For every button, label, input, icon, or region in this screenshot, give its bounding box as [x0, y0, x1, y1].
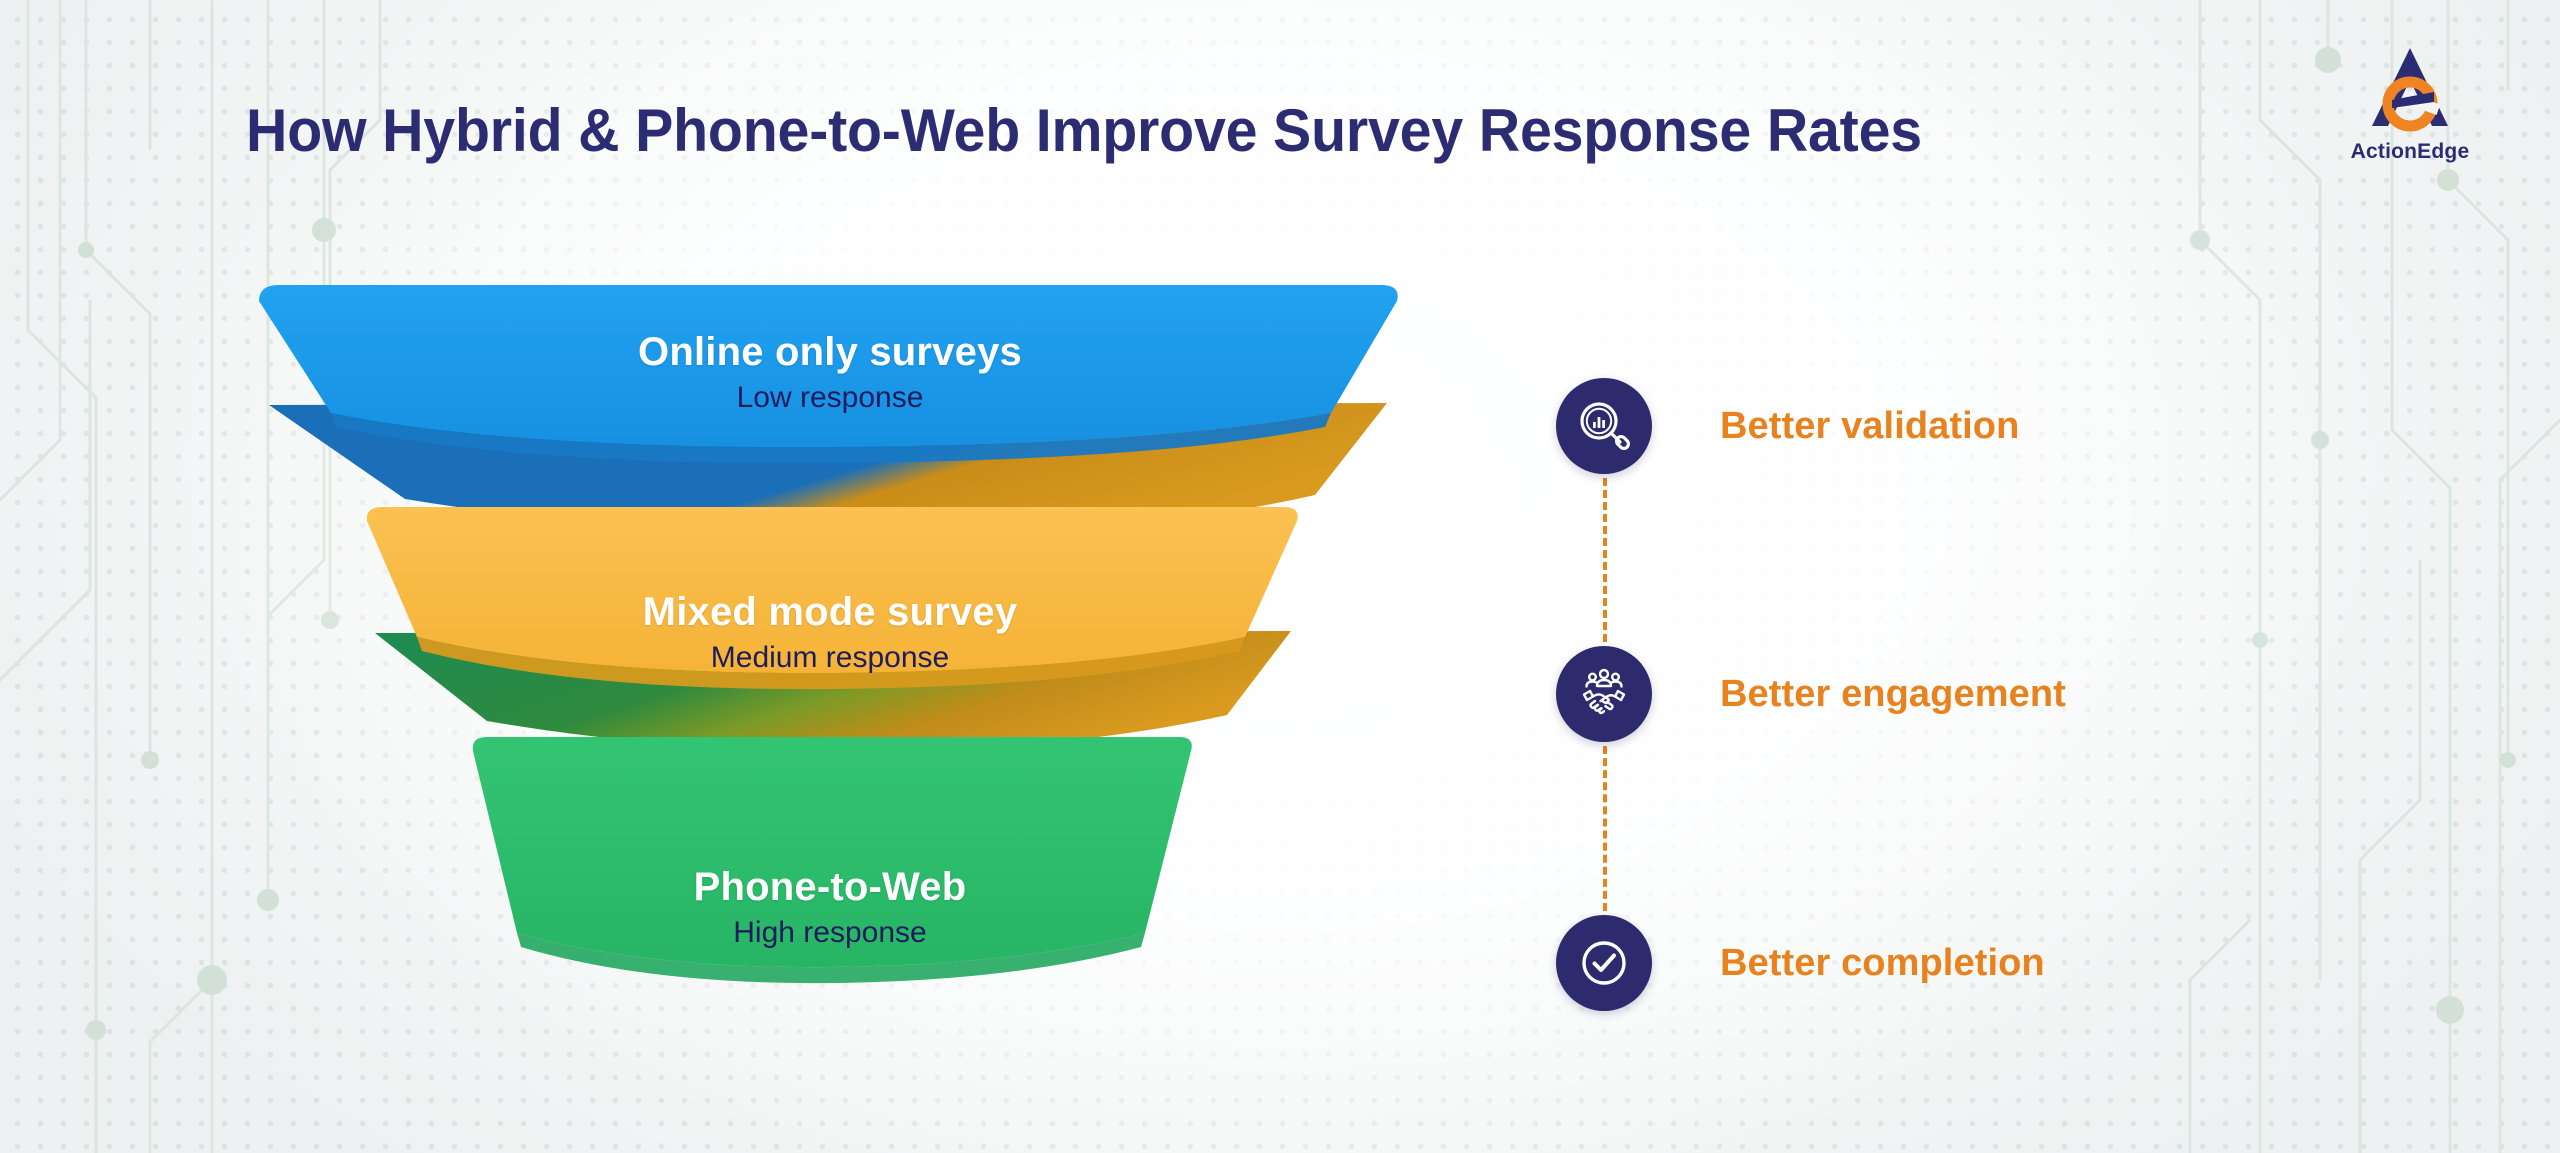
- check-circle-icon: [1582, 941, 1626, 985]
- circuit-trace-right-decoration: [2188, 0, 2560, 1153]
- handshake-people-icon: [1582, 668, 1626, 715]
- benefit-item-completion: Better completion: [1556, 915, 2045, 1011]
- funnel-segment-online-only: [259, 285, 1398, 448]
- benefit-connector-line: [1603, 478, 1611, 642]
- benefit-badge: [1556, 378, 1652, 474]
- benefit-item-engagement: Better engagement: [1556, 646, 2066, 742]
- benefit-badge: [1556, 915, 1652, 1011]
- benefit-label: Better engagement: [1720, 672, 2066, 715]
- brand-logo-text: ActionEdge: [2350, 140, 2470, 163]
- page-title: How Hybrid & Phone-to-Web Improve Survey…: [246, 97, 1922, 164]
- funnel-rim-green: [517, 933, 1145, 984]
- benefit-badge: [1556, 646, 1652, 742]
- actionedge-logo-icon: [2372, 48, 2448, 132]
- benefit-connector-line: [1603, 746, 1611, 911]
- benefit-label: Better validation: [1720, 404, 2020, 447]
- funnel-segment-phone-to-web: [472, 737, 1192, 968]
- funnel-rim-orange: [417, 637, 1245, 690]
- benefit-label: Better completion: [1720, 941, 2045, 984]
- funnel-graphic: [259, 285, 1398, 984]
- benefit-item-validation: Better validation: [1556, 378, 2019, 474]
- funnel-segment-mixed-mode: [366, 507, 1298, 674]
- magnifier-bar-chart-icon: [1580, 402, 1631, 451]
- funnel-chart: Online only surveys Low response Mixed m…: [255, 285, 1405, 1010]
- funnel-rim-blue: [331, 413, 1331, 464]
- brand-logo: ActionEdge: [2315, 42, 2505, 164]
